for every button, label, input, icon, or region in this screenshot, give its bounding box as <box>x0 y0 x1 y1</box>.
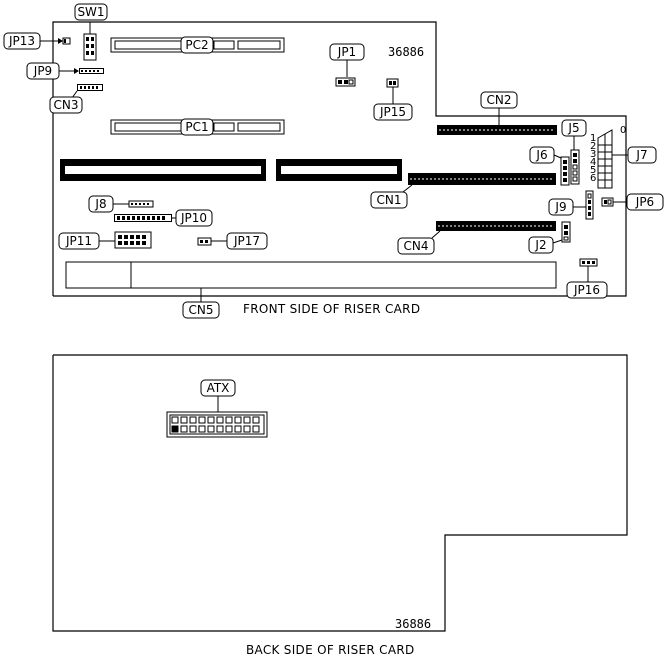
jp17-jumper <box>197 237 212 246</box>
j6-header <box>560 156 570 186</box>
j7-label-box <box>627 146 657 164</box>
cn1-label-box <box>370 191 408 209</box>
jp6-label: JP6 <box>635 195 654 209</box>
back-board-number: 36886 <box>395 617 431 631</box>
atx-pin <box>243 416 251 424</box>
atx-pin-1 <box>171 425 179 433</box>
j7-pin-1: 1 <box>590 133 596 144</box>
jp13-jumper <box>62 37 71 45</box>
j7-header <box>597 129 613 189</box>
jp1-label: JP1 <box>337 45 356 59</box>
front-side: 36886 SW1 JP13 JP9 <box>3 3 664 319</box>
jp17-label: JP17 <box>233 234 260 248</box>
cn5-connector <box>65 261 557 289</box>
atx-pin <box>189 425 197 433</box>
cn2-label: CN2 <box>487 93 512 107</box>
j7-pin-6: 6 <box>590 173 596 184</box>
atx-power-connector <box>166 411 268 438</box>
back-board-outline <box>52 354 628 632</box>
cn5-label-box <box>182 301 220 319</box>
cn3-label-box <box>49 96 83 114</box>
j2-label-box <box>528 236 554 254</box>
j8-label: J8 <box>94 197 106 211</box>
atx-pin <box>198 425 206 433</box>
jp11-header <box>114 231 152 249</box>
jp10-label-box <box>175 209 213 227</box>
jp15-jumper <box>386 78 399 88</box>
atx-label: ATX <box>207 381 230 395</box>
j7-pin-5: 5 <box>590 165 596 176</box>
jp6-label-box <box>626 193 664 211</box>
sw1-label-box <box>74 3 108 21</box>
back-side: ATX 36886 BACK SIDE OF RISER CARD <box>52 354 628 657</box>
atx-pin <box>189 416 197 424</box>
cn3-label: CN3 <box>54 98 79 112</box>
atx-pin <box>180 425 188 433</box>
atx-pin <box>216 416 224 424</box>
front-board-outline <box>52 21 627 297</box>
pc1-label-box <box>180 118 214 136</box>
back-side-caption: BACK SIDE OF RISER CARD <box>246 643 415 657</box>
atx-pin <box>243 425 251 433</box>
jp17-label-box <box>226 232 268 250</box>
j9-label: J9 <box>554 200 566 214</box>
cn4-label: CN4 <box>404 239 429 253</box>
pc2-label: PC2 <box>185 38 208 52</box>
j7-pin-0: 0 <box>620 125 626 136</box>
cn5-label: CN5 <box>189 303 214 317</box>
jp16-label: JP16 <box>573 283 600 297</box>
j7-label: J7 <box>635 148 647 162</box>
atx-pin <box>171 416 179 424</box>
atx-pin <box>252 416 260 424</box>
j7-pin-2: 2 <box>590 141 596 152</box>
j6-label: J6 <box>535 148 547 162</box>
atx-pin <box>252 425 260 433</box>
jp11-label: JP11 <box>65 234 92 248</box>
jp16-label-box <box>566 281 608 299</box>
j7-pin-3: 3 <box>590 149 596 160</box>
j7-pin-4: 4 <box>590 157 596 168</box>
pc1-label: PC1 <box>185 120 208 134</box>
cn1-label: CN1 <box>377 193 402 207</box>
atx-pin <box>198 416 206 424</box>
jp9-label: JP9 <box>33 64 52 78</box>
front-side-caption: FRONT SIDE OF RISER CARD <box>243 302 420 316</box>
jp10-label: JP10 <box>180 211 207 225</box>
sw1-switch <box>83 33 97 61</box>
atx-pin <box>207 425 215 433</box>
jp13-label: JP13 <box>8 34 35 48</box>
atx-pin <box>225 416 233 424</box>
atx-pin <box>234 425 242 433</box>
atx-pin <box>225 425 233 433</box>
j9-header <box>585 190 594 220</box>
atx-pin <box>216 425 224 433</box>
atx-pin <box>180 416 188 424</box>
j5-label: J5 <box>567 121 579 135</box>
atx-pin <box>207 416 215 424</box>
cn4-label-box <box>397 237 435 255</box>
front-board-number: 36886 <box>388 45 424 59</box>
atx-pin <box>234 416 242 424</box>
pc2-label-box <box>180 36 214 54</box>
j2-label: J2 <box>534 238 546 252</box>
jp15-label-box <box>373 103 413 121</box>
sw1-label: SW1 <box>77 5 104 19</box>
jp15-label: JP15 <box>379 105 406 119</box>
